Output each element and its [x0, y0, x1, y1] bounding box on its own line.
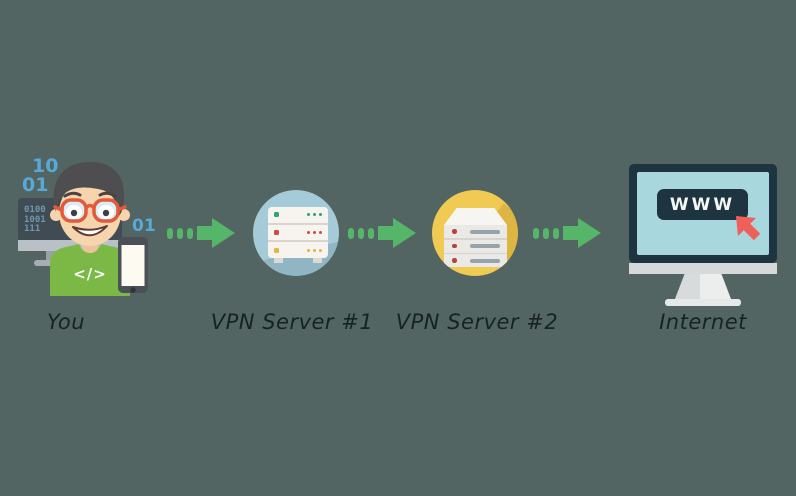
server-unit	[444, 225, 507, 238]
developer-face: </>	[50, 162, 130, 296]
www-text: WWW	[669, 194, 736, 215]
svg-text:111: 111	[24, 224, 40, 234]
server-unit	[268, 242, 328, 258]
smartphone-icon	[118, 237, 148, 293]
monitor-stand-base	[665, 299, 741, 306]
arrow-dash	[358, 227, 364, 239]
shirt-code-text: </>	[73, 265, 107, 283]
monitor-binary-text: 0100 1001 111	[24, 205, 46, 234]
internet-monitor-icon: WWW	[629, 164, 777, 263]
developer-avatar: 10 01 0100 1001 111	[18, 155, 156, 296]
arrow-dash	[167, 227, 173, 239]
binary-digits-topleft: 10 01	[22, 155, 58, 196]
smile	[72, 225, 108, 237]
server-unit	[268, 224, 328, 241]
server-foot	[274, 258, 283, 263]
flow-arrow-you-to-vpn1	[167, 218, 235, 248]
server-unit	[268, 207, 328, 223]
arrow-tail	[378, 226, 393, 240]
monitor-screen: WWW	[637, 172, 769, 255]
arrow-head	[212, 218, 235, 248]
arrow-tail	[197, 226, 212, 240]
hair	[53, 162, 125, 217]
monitor-stand-neck	[675, 274, 731, 299]
server-unit	[444, 239, 507, 253]
arrow-dash	[348, 227, 354, 239]
server-foot	[313, 258, 322, 263]
svg-text:0100: 0100	[24, 205, 46, 215]
shirt	[50, 244, 130, 296]
node-label-internet: Internet	[659, 310, 747, 334]
node-label-you: You	[46, 310, 86, 334]
node-label-vpn-server-1: VPN Server #1	[210, 310, 374, 334]
arrow-dash	[553, 227, 559, 239]
svg-text:1001: 1001	[24, 215, 46, 225]
server-unit	[444, 254, 507, 267]
binary-digits-right: 01	[132, 216, 156, 236]
arrow-dash	[533, 227, 539, 239]
glasses-icon	[53, 198, 127, 223]
vpn-server-2-icon	[432, 190, 518, 276]
arrow-dash	[177, 227, 183, 239]
www-address-bar: WWW	[657, 189, 748, 220]
arrow-head	[578, 218, 601, 248]
server-top-face	[444, 208, 507, 225]
flow-arrow-vpn1-to-vpn2	[348, 218, 416, 248]
vpn-server-1-icon	[253, 190, 339, 276]
svg-text:10: 10	[32, 155, 58, 177]
arrow-dash	[368, 227, 374, 239]
server-rack-1-icon	[268, 207, 328, 258]
server-rack-2-icon	[444, 208, 507, 267]
cursor-arrow-icon	[730, 210, 764, 244]
arrow-dash	[187, 227, 193, 239]
node-label-vpn-server-2: VPN Server #2	[395, 310, 559, 334]
arrow-head	[393, 218, 416, 248]
flow-arrow-vpn2-to-internet	[533, 218, 601, 248]
monitor-chin	[629, 263, 777, 274]
svg-text:01: 01	[22, 174, 48, 196]
arrow-tail	[563, 226, 578, 240]
arrow-dash	[543, 227, 549, 239]
server-front-face	[444, 225, 507, 267]
